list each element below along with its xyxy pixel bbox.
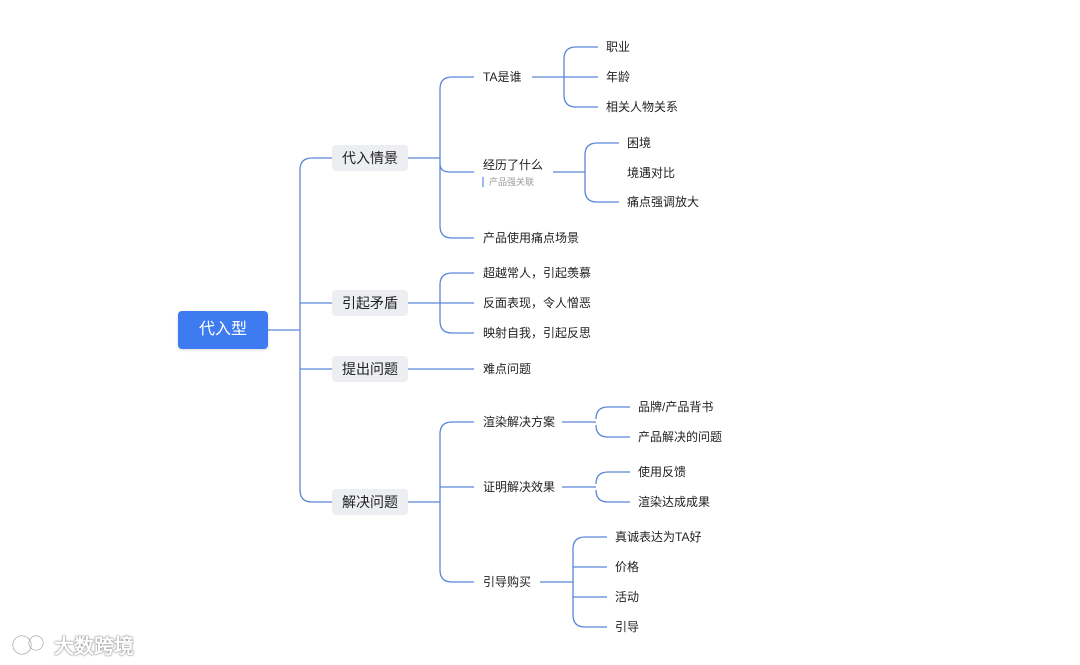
node-huodong[interactable]: 活动: [615, 590, 640, 604]
node-xuanran-fangan[interactable]: 渲染解决方案: [483, 415, 556, 429]
node-chanpin-tongdian-changjing[interactable]: 产品使用痛点场景: [483, 231, 580, 245]
node-zhiye[interactable]: 职业: [606, 40, 631, 54]
node-jingyu-duibi[interactable]: 境遇对比: [627, 166, 676, 180]
note-chanpin-qiang-guanlian: 产品强关联: [482, 177, 534, 187]
node-shiyong-fankui[interactable]: 使用反馈: [638, 465, 687, 479]
node-xuanran-chengguo[interactable]: 渲染达成成果: [638, 495, 711, 509]
node-nandian-wenti[interactable]: 难点问题: [483, 362, 532, 376]
node-chanpin-jiejue-wenti[interactable]: 产品解决的问题: [638, 430, 723, 444]
watermark-logo-icon: [12, 635, 44, 654]
branch-daoru-qingjing[interactable]: 代入情景: [332, 145, 408, 171]
node-chaoyue-changren[interactable]: 超越常人，引起羡慕: [483, 266, 592, 280]
node-nianling[interactable]: 年龄: [606, 70, 631, 84]
node-ta-shi-shui[interactable]: TA是谁: [483, 70, 522, 84]
node-zhencheng-biaoda[interactable]: 真诚表达为TA好: [615, 530, 702, 544]
node-yindao-goumai[interactable]: 引导购买: [483, 575, 532, 589]
branch-tichu-wenti[interactable]: 提出问题: [332, 356, 408, 382]
root-node[interactable]: 代入型: [178, 311, 268, 349]
watermark: 大数跨境: [10, 630, 134, 659]
node-tongdian-fangda[interactable]: 痛点强调放大: [627, 195, 700, 209]
node-jiage[interactable]: 价格: [615, 560, 640, 574]
node-yingshe-ziwo[interactable]: 映射自我，引起反思: [483, 326, 592, 340]
node-kunjing[interactable]: 困境: [627, 136, 652, 150]
node-zhengming-xiaoguo[interactable]: 证明解决效果: [483, 480, 556, 494]
node-jingli-le-shenme[interactable]: 经历了什么: [483, 158, 544, 172]
branch-yinqi-maodun[interactable]: 引起矛盾: [332, 290, 408, 316]
watermark-text: 大数跨境: [54, 636, 134, 658]
node-xiangguan-renwu[interactable]: 相关人物关系: [606, 100, 679, 114]
node-yindao[interactable]: 引导: [615, 620, 640, 634]
node-pinpai-beishu[interactable]: 品牌/产品背书: [638, 400, 714, 414]
node-fanmian-biaoxian[interactable]: 反面表现，令人憎恶: [483, 296, 592, 310]
branch-jiejue-wenti[interactable]: 解决问题: [332, 489, 408, 515]
